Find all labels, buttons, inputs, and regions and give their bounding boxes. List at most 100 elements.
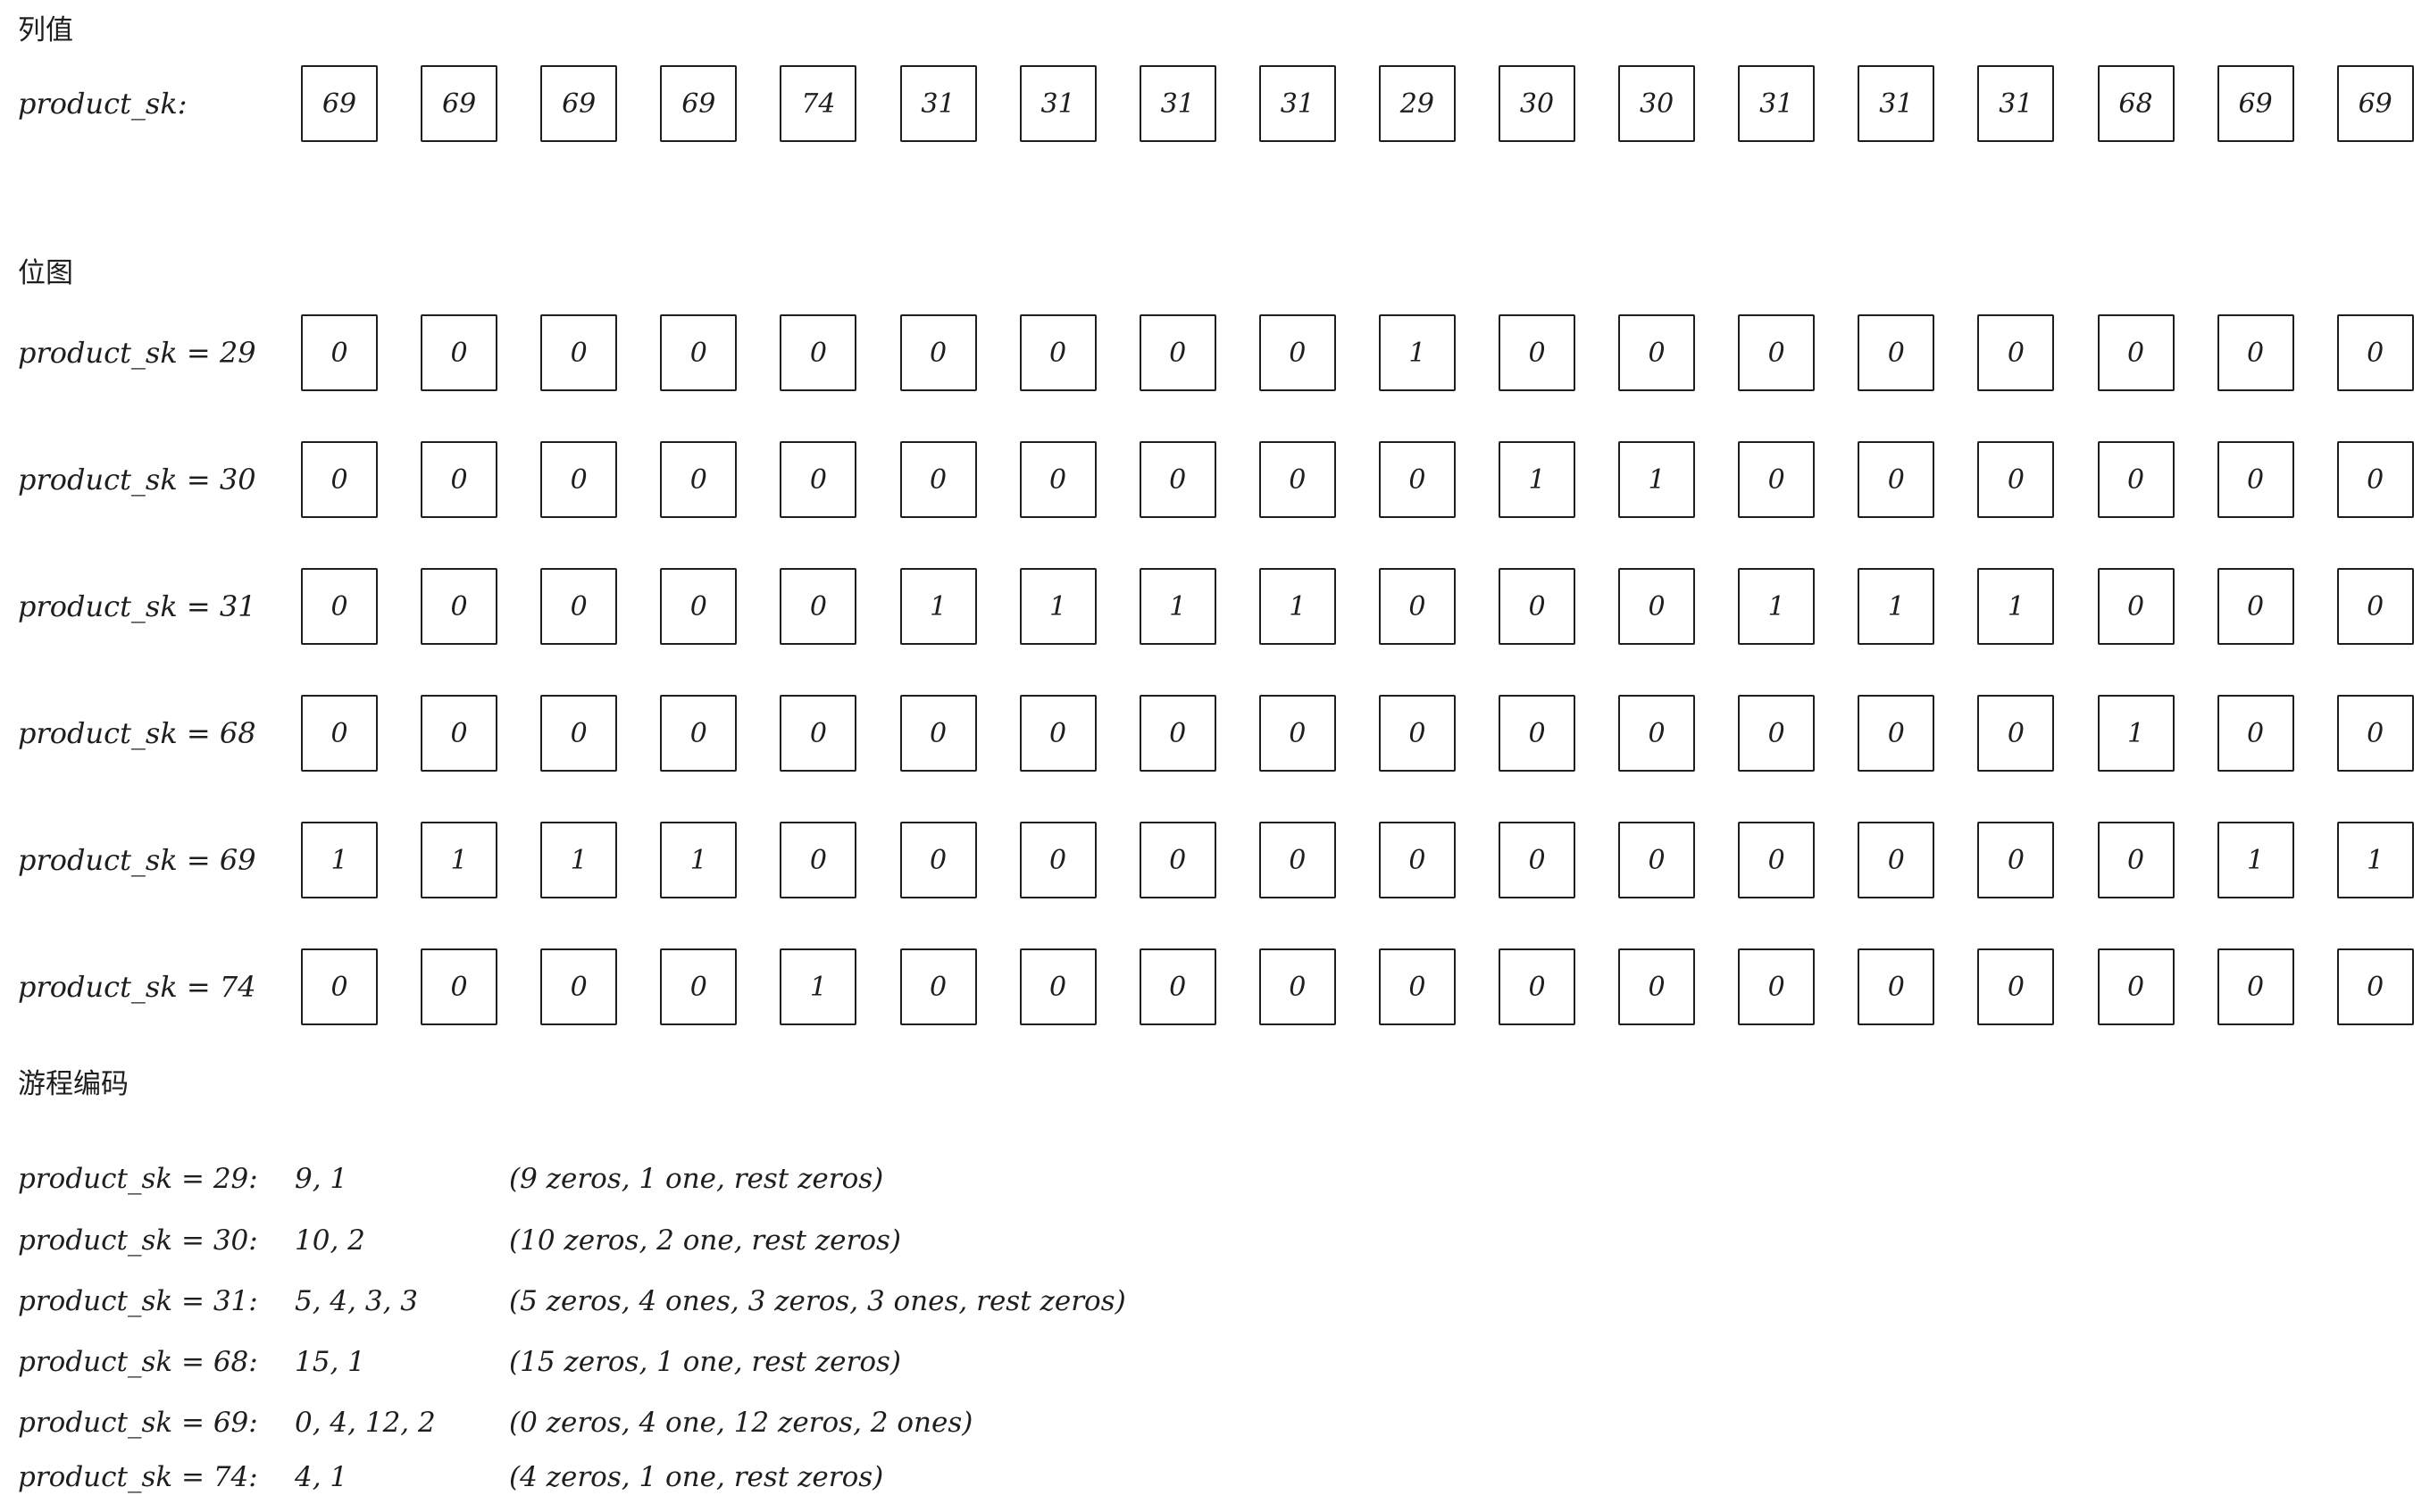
bit-cell: 0 xyxy=(1258,441,1336,518)
bit-cell: 0 xyxy=(1858,441,1935,518)
value-cell: 30 xyxy=(1499,65,1575,142)
value-cell: 69 xyxy=(301,65,378,142)
bit-cell: 0 xyxy=(1139,948,1216,1025)
bit-cell: 0 xyxy=(2097,822,2175,898)
bit-cell: 0 xyxy=(1499,822,1575,898)
bit-cell: 0 xyxy=(1858,822,1935,898)
bit-cell: 1 xyxy=(1139,568,1216,645)
rle-row-label: product_sk = 29: xyxy=(18,1163,258,1195)
bit-cell: 0 xyxy=(1618,568,1696,645)
bit-cell: 1 xyxy=(1977,568,2055,645)
value-cell: 69 xyxy=(540,65,618,142)
bit-cell: 0 xyxy=(1977,822,2055,898)
bit-cell: 0 xyxy=(1258,948,1336,1025)
bit-cell: 0 xyxy=(2217,441,2294,518)
bit-cell: 0 xyxy=(1738,948,1816,1025)
bit-cell: 0 xyxy=(1019,314,1097,391)
bit-cell: 0 xyxy=(1139,695,1216,772)
bit-cell: 0 xyxy=(1258,314,1336,391)
bit-cell: 0 xyxy=(2217,948,2294,1025)
rle-code: 9, 1 xyxy=(295,1163,348,1195)
bit-cell: 0 xyxy=(540,441,618,518)
rle-code: 0, 4, 12, 2 xyxy=(295,1407,436,1439)
bit-cell: 0 xyxy=(2336,314,2414,391)
bitmap-row-label: product_sk = 30 xyxy=(18,463,256,497)
rle-row-label: product_sk = 31: xyxy=(18,1285,258,1317)
bit-cell: 0 xyxy=(1258,695,1336,772)
bit-cell: 0 xyxy=(660,314,738,391)
bit-cell: 0 xyxy=(1258,822,1336,898)
bit-cell: 0 xyxy=(540,314,618,391)
bit-cell: 0 xyxy=(1738,441,1816,518)
value-cell: 69 xyxy=(2217,65,2294,142)
bit-cell: 0 xyxy=(1738,695,1816,772)
bit-cell: 0 xyxy=(2217,314,2294,391)
bit-cell: 1 xyxy=(1499,441,1575,518)
bit-cell: 0 xyxy=(540,695,618,772)
bit-cell: 0 xyxy=(780,822,857,898)
bit-cell: 0 xyxy=(301,314,378,391)
bit-cell: 0 xyxy=(1139,314,1216,391)
bit-cell: 1 xyxy=(1738,568,1816,645)
rle-code: 10, 2 xyxy=(295,1224,365,1257)
bit-cell: 0 xyxy=(899,441,977,518)
bit-cell: 0 xyxy=(1139,441,1216,518)
value-cell: 31 xyxy=(1977,65,2055,142)
bit-cell: 0 xyxy=(2097,314,2175,391)
bit-cell: 0 xyxy=(2336,441,2414,518)
bit-cell: 0 xyxy=(1019,441,1097,518)
bit-cell: 1 xyxy=(1258,568,1336,645)
bit-cell: 0 xyxy=(1858,948,1935,1025)
value-cell: 31 xyxy=(1258,65,1336,142)
bit-cell: 1 xyxy=(540,822,618,898)
value-cell: 31 xyxy=(899,65,977,142)
bit-cell: 0 xyxy=(1499,568,1575,645)
rle-description: (4 zeros, 1 one, rest zeros) xyxy=(509,1461,884,1493)
bit-cell: 0 xyxy=(1618,695,1696,772)
bit-cell: 0 xyxy=(1499,695,1575,772)
bitmap-row-label: product_sk = 68 xyxy=(18,716,256,750)
bit-cell: 0 xyxy=(421,948,498,1025)
bit-cell: 1 xyxy=(421,822,498,898)
column-values-row-label: product_sk: xyxy=(18,87,188,121)
bit-cell: 0 xyxy=(301,441,378,518)
bit-cell: 0 xyxy=(1858,695,1935,772)
bit-cell: 0 xyxy=(1378,568,1456,645)
rle-code: 4, 1 xyxy=(295,1461,348,1493)
bit-cell: 0 xyxy=(1618,948,1696,1025)
bit-cell: 0 xyxy=(899,695,977,772)
bit-cell: 1 xyxy=(1618,441,1696,518)
rle-description: (9 zeros, 1 one, rest zeros) xyxy=(509,1163,884,1195)
bit-cell: 1 xyxy=(2097,695,2175,772)
bit-cell: 0 xyxy=(421,441,498,518)
bit-cell: 0 xyxy=(1139,822,1216,898)
bit-cell: 0 xyxy=(899,822,977,898)
bit-cell: 0 xyxy=(301,568,378,645)
bit-cell: 0 xyxy=(1378,695,1456,772)
value-cell: 68 xyxy=(2097,65,2175,142)
value-cell: 74 xyxy=(780,65,857,142)
bit-cell: 0 xyxy=(2336,948,2414,1025)
bit-cell: 1 xyxy=(1378,314,1456,391)
bit-cell: 0 xyxy=(2097,948,2175,1025)
bitmap-row-label: product_sk = 69 xyxy=(18,843,256,877)
value-cell: 31 xyxy=(1139,65,1216,142)
bit-cell: 0 xyxy=(1738,822,1816,898)
value-cell: 31 xyxy=(1738,65,1816,142)
bit-cell: 1 xyxy=(2217,822,2294,898)
bit-cell: 0 xyxy=(660,441,738,518)
value-cell: 31 xyxy=(1019,65,1097,142)
bit-cell: 0 xyxy=(1499,314,1575,391)
column-values-heading: 列值 xyxy=(18,14,73,46)
bit-cell: 0 xyxy=(780,314,857,391)
bit-cell: 1 xyxy=(899,568,977,645)
bit-cell: 1 xyxy=(301,822,378,898)
bit-cell: 0 xyxy=(421,695,498,772)
rle-description: (0 zeros, 4 one, 12 zeros, 2 ones) xyxy=(509,1407,973,1439)
bit-cell: 0 xyxy=(780,695,857,772)
bit-cell: 0 xyxy=(1378,441,1456,518)
rle-description: (5 zeros, 4 ones, 3 zeros, 3 ones, rest … xyxy=(509,1285,1126,1317)
bit-cell: 0 xyxy=(2097,441,2175,518)
rle-description: (15 zeros, 1 one, rest zeros) xyxy=(509,1346,901,1378)
bit-cell: 0 xyxy=(1977,948,2055,1025)
